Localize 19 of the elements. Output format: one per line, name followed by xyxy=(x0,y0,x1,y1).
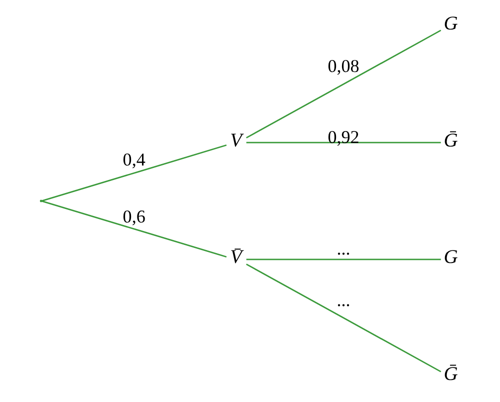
connector xyxy=(246,30,441,138)
edge-label: 0,4 xyxy=(122,149,145,170)
node-text: G xyxy=(443,13,458,34)
edge-label: 0,6 xyxy=(122,206,145,226)
edge-label: ... xyxy=(336,238,350,258)
node-text: V xyxy=(230,130,242,152)
connector xyxy=(246,264,441,372)
node-point xyxy=(39,200,42,202)
node-text: Ḡ xyxy=(443,130,458,152)
edge-label: 0,92 xyxy=(327,127,359,148)
connector xyxy=(246,258,440,260)
node-text: Ḡ xyxy=(443,364,458,386)
edge-label: ... xyxy=(336,290,350,310)
node-text: G xyxy=(443,247,458,268)
edge-label: 0,08 xyxy=(327,56,359,76)
connector xyxy=(41,200,226,258)
connector xyxy=(41,144,226,202)
connector xyxy=(246,142,440,144)
node-text: V̄ xyxy=(230,247,242,268)
